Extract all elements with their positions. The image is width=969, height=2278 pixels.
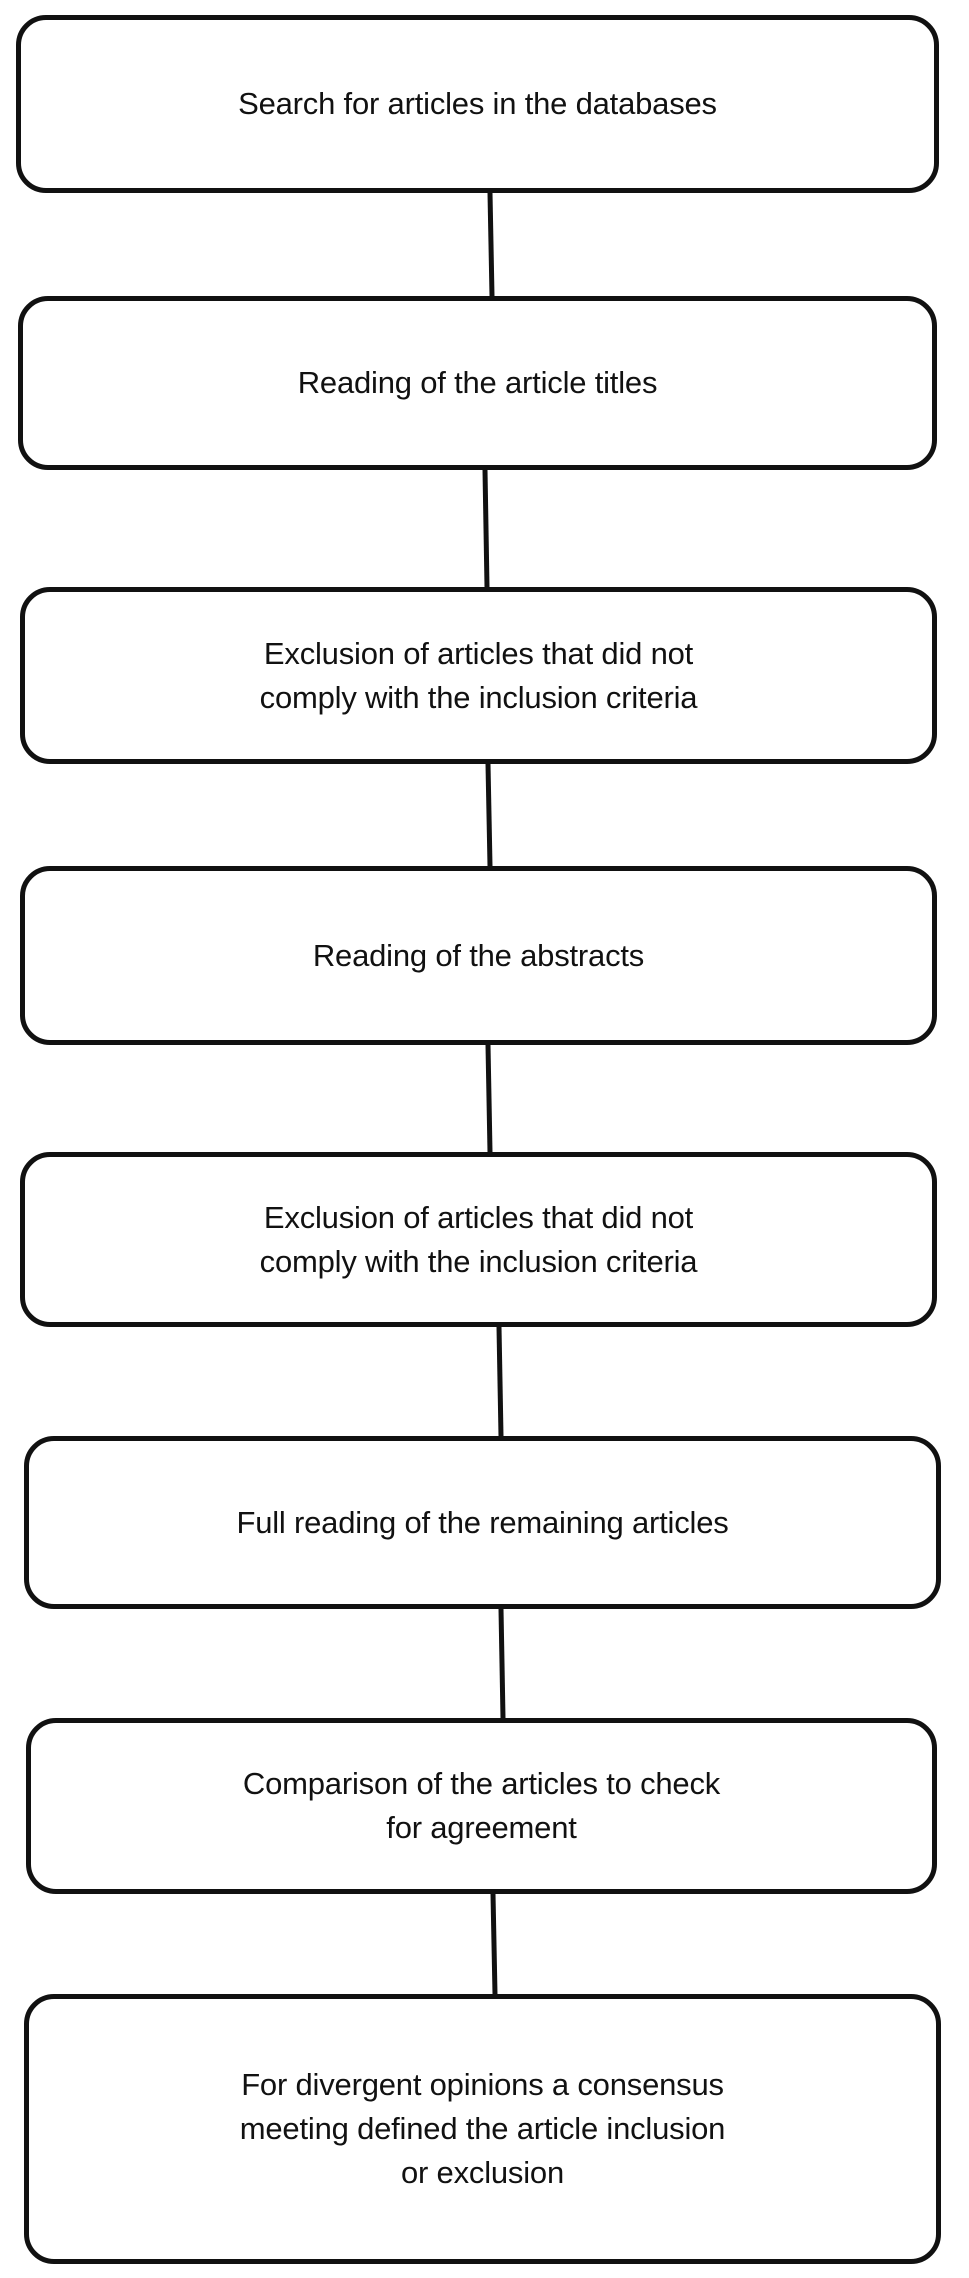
step-line: Comparison of the articles to check [242, 1766, 721, 1801]
step-label: For divergent opinions a consensus meeti… [239, 2063, 726, 2195]
step-label: Exclusion of articles that did not compl… [260, 1196, 698, 1284]
step-line: Exclusion of articles that did not [263, 635, 694, 671]
step-label: Exclusion of articles that did not compl… [260, 632, 698, 720]
step-label: Full reading of the remaining articles [236, 1501, 728, 1545]
step-line: meeting defined the article inclusion [239, 2111, 726, 2146]
step-line: comply with the inclusion criteria [259, 1243, 698, 1279]
step-box-comparison: Comparison of the articles to check for … [26, 1718, 937, 1894]
step-box-consensus: For divergent opinions a consensus meeti… [24, 1994, 941, 2264]
connector-5-6 [496, 1326, 504, 1437]
step-box-exclusion-first: Exclusion of articles that did not compl… [20, 587, 937, 764]
step-box-read-titles: Reading of the article titles [18, 296, 937, 470]
step-line: Reading of the abstracts [312, 937, 645, 973]
step-line: Search for articles in the databases [238, 86, 717, 121]
connector-1-2 [487, 192, 495, 297]
step-line: Exclusion of articles that did not [263, 1199, 694, 1235]
step-box-search-databases: Search for articles in the databases [16, 15, 939, 193]
connector-6-7 [498, 1608, 506, 1719]
step-box-read-abstracts: Reading of the abstracts [20, 866, 937, 1045]
connector-4-5 [485, 1044, 493, 1153]
connector-3-4 [485, 763, 493, 867]
step-line: for agreement [386, 1810, 577, 1845]
step-line: Full reading of the remaining articles [236, 1504, 729, 1540]
step-line: For divergent opinions a consensus [241, 2067, 724, 2102]
step-label: Comparison of the articles to check for … [243, 1762, 720, 1850]
step-line: or exclusion [400, 2155, 564, 2190]
connector-2-3 [482, 469, 490, 588]
step-line: comply with the inclusion criteria [259, 679, 698, 715]
step-label: Search for articles in the databases [238, 82, 717, 126]
step-box-full-reading: Full reading of the remaining articles [24, 1436, 941, 1609]
step-line: Reading of the article titles [297, 365, 658, 400]
step-box-exclusion-second: Exclusion of articles that did not compl… [20, 1152, 937, 1327]
step-label: Reading of the article titles [298, 361, 658, 405]
connector-7-8 [490, 1893, 498, 1995]
step-label: Reading of the abstracts [313, 934, 644, 978]
